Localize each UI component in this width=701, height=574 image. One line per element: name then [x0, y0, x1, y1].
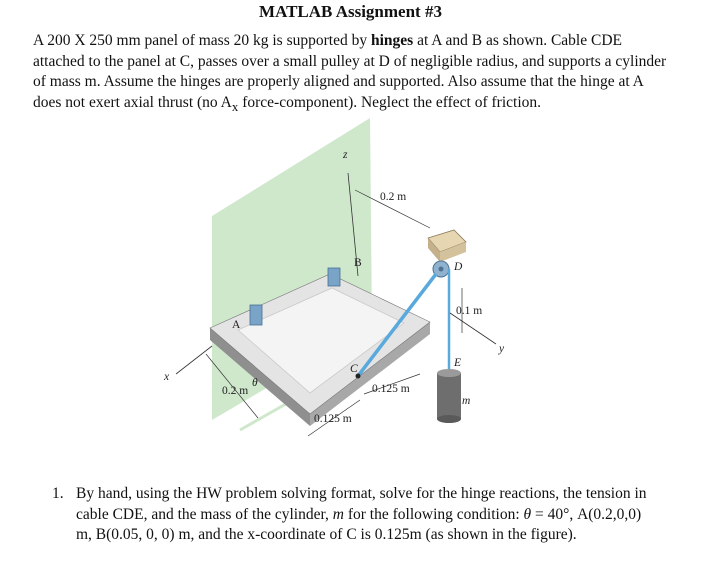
point-c	[355, 373, 361, 379]
pulley-block-side	[428, 238, 440, 262]
label-x: x	[163, 371, 170, 383]
problem-statement: A 200 X 250 mm panel of mass 20 kg is su…	[33, 31, 673, 117]
label-c: C	[350, 363, 358, 375]
panel-front-edge	[310, 322, 430, 426]
intro-hinges-word: hinges	[370, 32, 414, 49]
question-text-3: = 40°, A(0.2,0,0) m, B(0.05, 0, 0) m, an…	[76, 505, 642, 544]
label-m: m	[462, 395, 470, 407]
label-b: B	[354, 257, 362, 269]
label-y: y	[498, 343, 505, 355]
intro-part-1: A 200 X 250 mm panel of mass 20 kg is su…	[33, 32, 371, 49]
panel-inner-face	[237, 287, 405, 394]
y-axis	[449, 312, 497, 345]
label-dim-left: 0.2 m	[222, 385, 248, 397]
label-dim-pulley: 0.1 m	[456, 305, 482, 317]
label-z: z	[342, 149, 348, 161]
question-text-1: By hand, using the HW problem solving fo…	[76, 485, 647, 523]
hinged-panel-figure: z x y A B C D E m θ 0.2 m 0.2 m 0.1 m 0.…	[163, 118, 505, 437]
page-title: MATLAB Assignment #3	[259, 2, 442, 21]
cylinder-body	[437, 373, 461, 419]
label-dim-c-bottom: 0.125 m	[314, 413, 352, 425]
dim-top-line	[354, 189, 431, 229]
label-a: A	[232, 319, 241, 331]
pulley-hub	[438, 266, 444, 272]
label-dim-c-right: 0.125 m	[372, 383, 410, 395]
dim-left-line	[205, 353, 259, 419]
question-mass-symbol: m	[332, 505, 344, 523]
label-d: D	[453, 261, 463, 273]
label-theta: θ	[252, 377, 258, 389]
label-e: E	[453, 357, 461, 369]
dim-c-bottom-line	[307, 399, 361, 437]
question-1: 1. By hand, using the HW problem solving…	[52, 484, 652, 546]
hinge-a	[249, 304, 263, 326]
intro-part-2: at A and B as shown. Cable CDE attached …	[33, 32, 667, 111]
cable-cd	[356, 272, 438, 378]
dim-c-right-line	[363, 373, 421, 395]
cylinder-top	[437, 369, 461, 377]
z-axis	[347, 172, 359, 277]
pulley-block-front	[440, 242, 466, 262]
hinge-b	[327, 267, 341, 287]
label-dim-top: 0.2 m	[380, 191, 406, 203]
intro-subscript: x	[231, 98, 239, 114]
x-axis	[175, 345, 213, 375]
question-theta-symbol: θ	[523, 505, 532, 523]
question-text-2: for the following condition:	[343, 505, 524, 523]
question-body: By hand, using the HW problem solving fo…	[76, 484, 652, 546]
intro-part-3: force-component). Neglect the effect of …	[238, 93, 542, 111]
question-number: 1.	[52, 485, 64, 502]
cylinder-bottom	[437, 415, 461, 423]
panel-side	[210, 328, 310, 426]
